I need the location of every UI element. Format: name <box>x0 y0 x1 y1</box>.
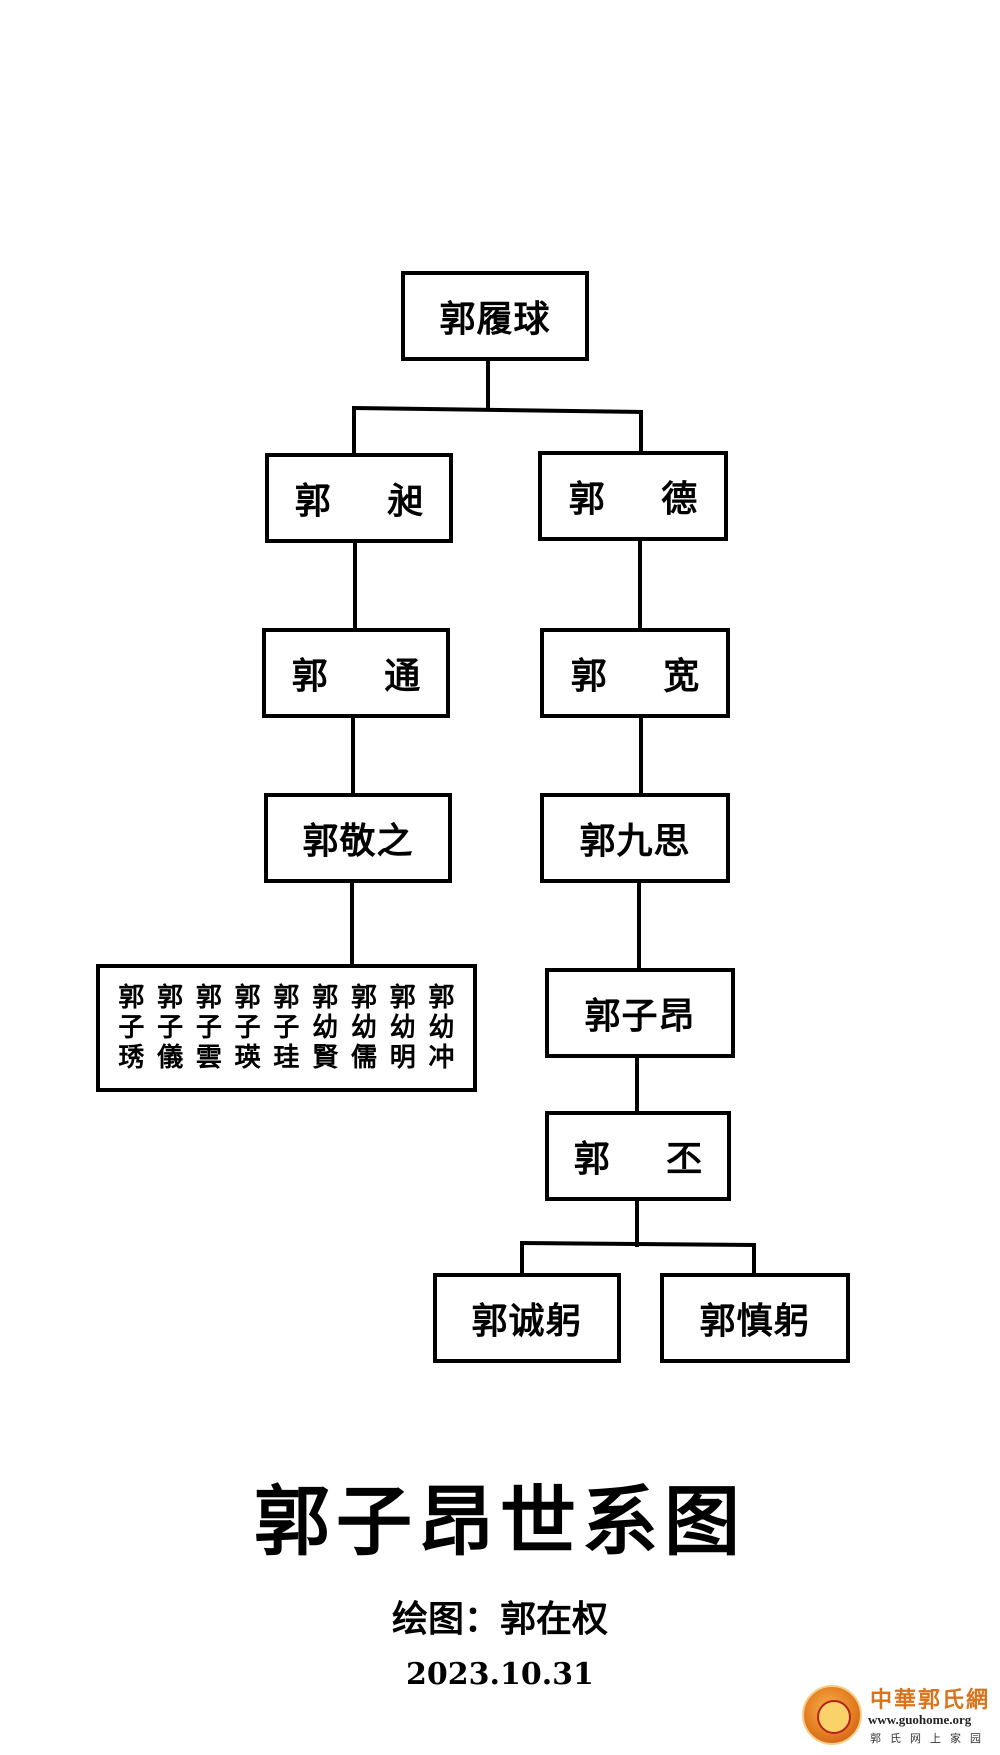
son-2: 郭子儀 <box>157 983 184 1073</box>
node-shengong: 郭慎躬 <box>660 1273 850 1363</box>
connector-root-branch <box>351 405 644 415</box>
date-line: 2023.10.31 <box>406 1657 594 1692</box>
node-right-4: 郭子昂 <box>545 968 735 1058</box>
node-right-5: 郭 丕 <box>545 1111 731 1201</box>
son-9: 郭幼冲 <box>428 983 455 1073</box>
node-left-3: 郭敬之 <box>264 793 452 883</box>
node-left-1: 郭 昶 <box>265 453 453 543</box>
node-right-1: 郭 德 <box>538 451 728 541</box>
watermark-subtitle: 郭氏网上家园 <box>870 1732 990 1745</box>
son-4: 郭子瑛 <box>234 983 261 1073</box>
connector-pi-branch <box>519 1240 757 1248</box>
node-root: 郭履球 <box>401 271 589 361</box>
node-left-2: 郭 通 <box>262 628 450 718</box>
watermark-site-name: 中華郭氏網 <box>870 1687 991 1713</box>
son-6: 郭幼賢 <box>312 983 339 1073</box>
son-7: 郭幼儒 <box>350 983 377 1073</box>
watermark-url: www.guohome.org <box>868 1712 972 1727</box>
seal-logo-icon <box>802 1685 862 1745</box>
author-line: 绘图：郭在权 <box>391 1599 608 1640</box>
node-right-2: 郭 宽 <box>540 628 730 718</box>
diagram-title: 郭子昂世系图 <box>254 1477 746 1566</box>
son-5: 郭子珪 <box>273 983 300 1073</box>
sons-of-jingzhi: 郭子琇 郭子儀 郭子雲 郭子瑛 郭子珪 郭幼賢 郭幼儒 郭幼明 郭幼冲 <box>96 964 477 1092</box>
son-3: 郭子雲 <box>195 983 222 1073</box>
son-8: 郭幼明 <box>389 983 416 1073</box>
site-watermark: 中華郭氏網 www.guohome.org 郭氏网上家园 <box>800 1682 995 1752</box>
node-right-3: 郭九思 <box>540 793 730 883</box>
son-1: 郭子琇 <box>118 983 145 1073</box>
node-chenggong: 郭诚躬 <box>433 1273 621 1363</box>
